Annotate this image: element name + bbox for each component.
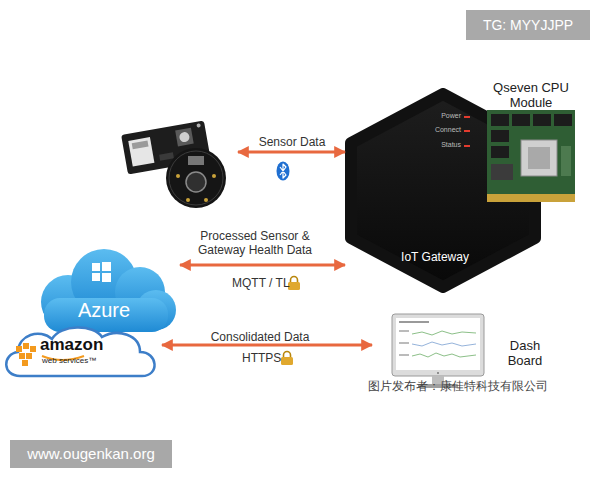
sensor-boards — [118, 118, 238, 210]
lock-icon — [281, 352, 293, 366]
node-text: amazon — [40, 335, 120, 355]
node-text: Dash Board — [500, 338, 550, 368]
protocol-label: MQTT / TL — [232, 276, 290, 290]
azure-cloud: Azure — [28, 246, 180, 334]
node-text: Power — [411, 112, 461, 120]
node-text: web services™ — [42, 356, 132, 366]
publisher-note: 图片发布者：康佳特科技有限公司 — [368, 379, 548, 393]
node-text: Connect — [411, 126, 461, 134]
lock-icon — [288, 277, 300, 291]
watermark-tag: TG: MYYJJPP — [466, 10, 590, 40]
data-flow-arrow — [238, 151, 345, 154]
bluetooth-icon — [277, 162, 290, 181]
node-text: Qseven CPU Module — [485, 80, 577, 110]
edge-label: Sensor Data — [232, 135, 352, 149]
edge-label: Processed Sensor & Gateway Health Data — [190, 229, 320, 257]
node-text: Azure — [28, 298, 180, 322]
edge-label: Consolidated Data — [200, 330, 320, 344]
protocol-label: HTTPS — [242, 351, 281, 365]
node-text: Status — [411, 141, 461, 149]
cpu-module: Qseven CPU Module — [485, 80, 577, 208]
watermark-url: www.ougenkan.org — [10, 440, 172, 468]
aws-cloud: amazonweb services™ — [0, 322, 162, 380]
node-text: IoT Gateway — [385, 250, 485, 264]
sensor-board-art — [118, 118, 238, 210]
data-flow-arrow — [180, 264, 345, 267]
